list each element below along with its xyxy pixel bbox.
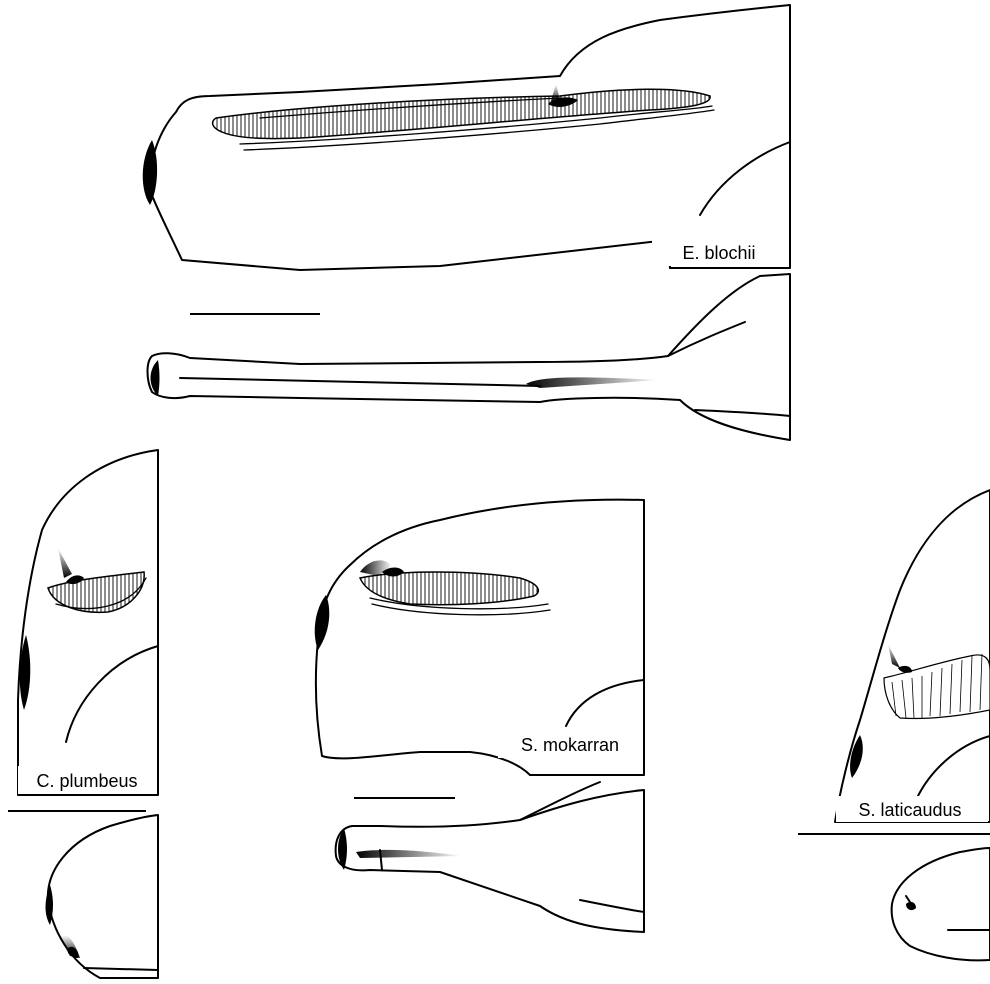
blochii-dorsal-outline bbox=[148, 274, 791, 440]
blochii-dorsal-view bbox=[148, 274, 791, 440]
blochii-lateral-view: E. blochii bbox=[143, 5, 790, 270]
blochii-label: E. blochii bbox=[682, 243, 755, 263]
plumbeus-lateral-view: C. plumbeus bbox=[18, 450, 158, 795]
mokarran-label: S. mokarran bbox=[521, 735, 619, 755]
mokarran-lateral-view: S. mokarran bbox=[315, 500, 644, 775]
plumbeus-dorsal-view bbox=[46, 815, 159, 978]
laticaudus-head-outline bbox=[835, 490, 990, 822]
plumbeus-dorsal-outline bbox=[48, 815, 158, 978]
plumbeus-head-outline bbox=[18, 450, 158, 795]
laticaudus-lateral-view: S. laticaudus bbox=[835, 490, 990, 822]
mokarran-dorsal-view bbox=[336, 782, 644, 932]
laticaudus-dorsal-view bbox=[892, 848, 990, 960]
plumbeus-label: C. plumbeus bbox=[36, 771, 137, 791]
laticaudus-label: S. laticaudus bbox=[858, 800, 961, 820]
